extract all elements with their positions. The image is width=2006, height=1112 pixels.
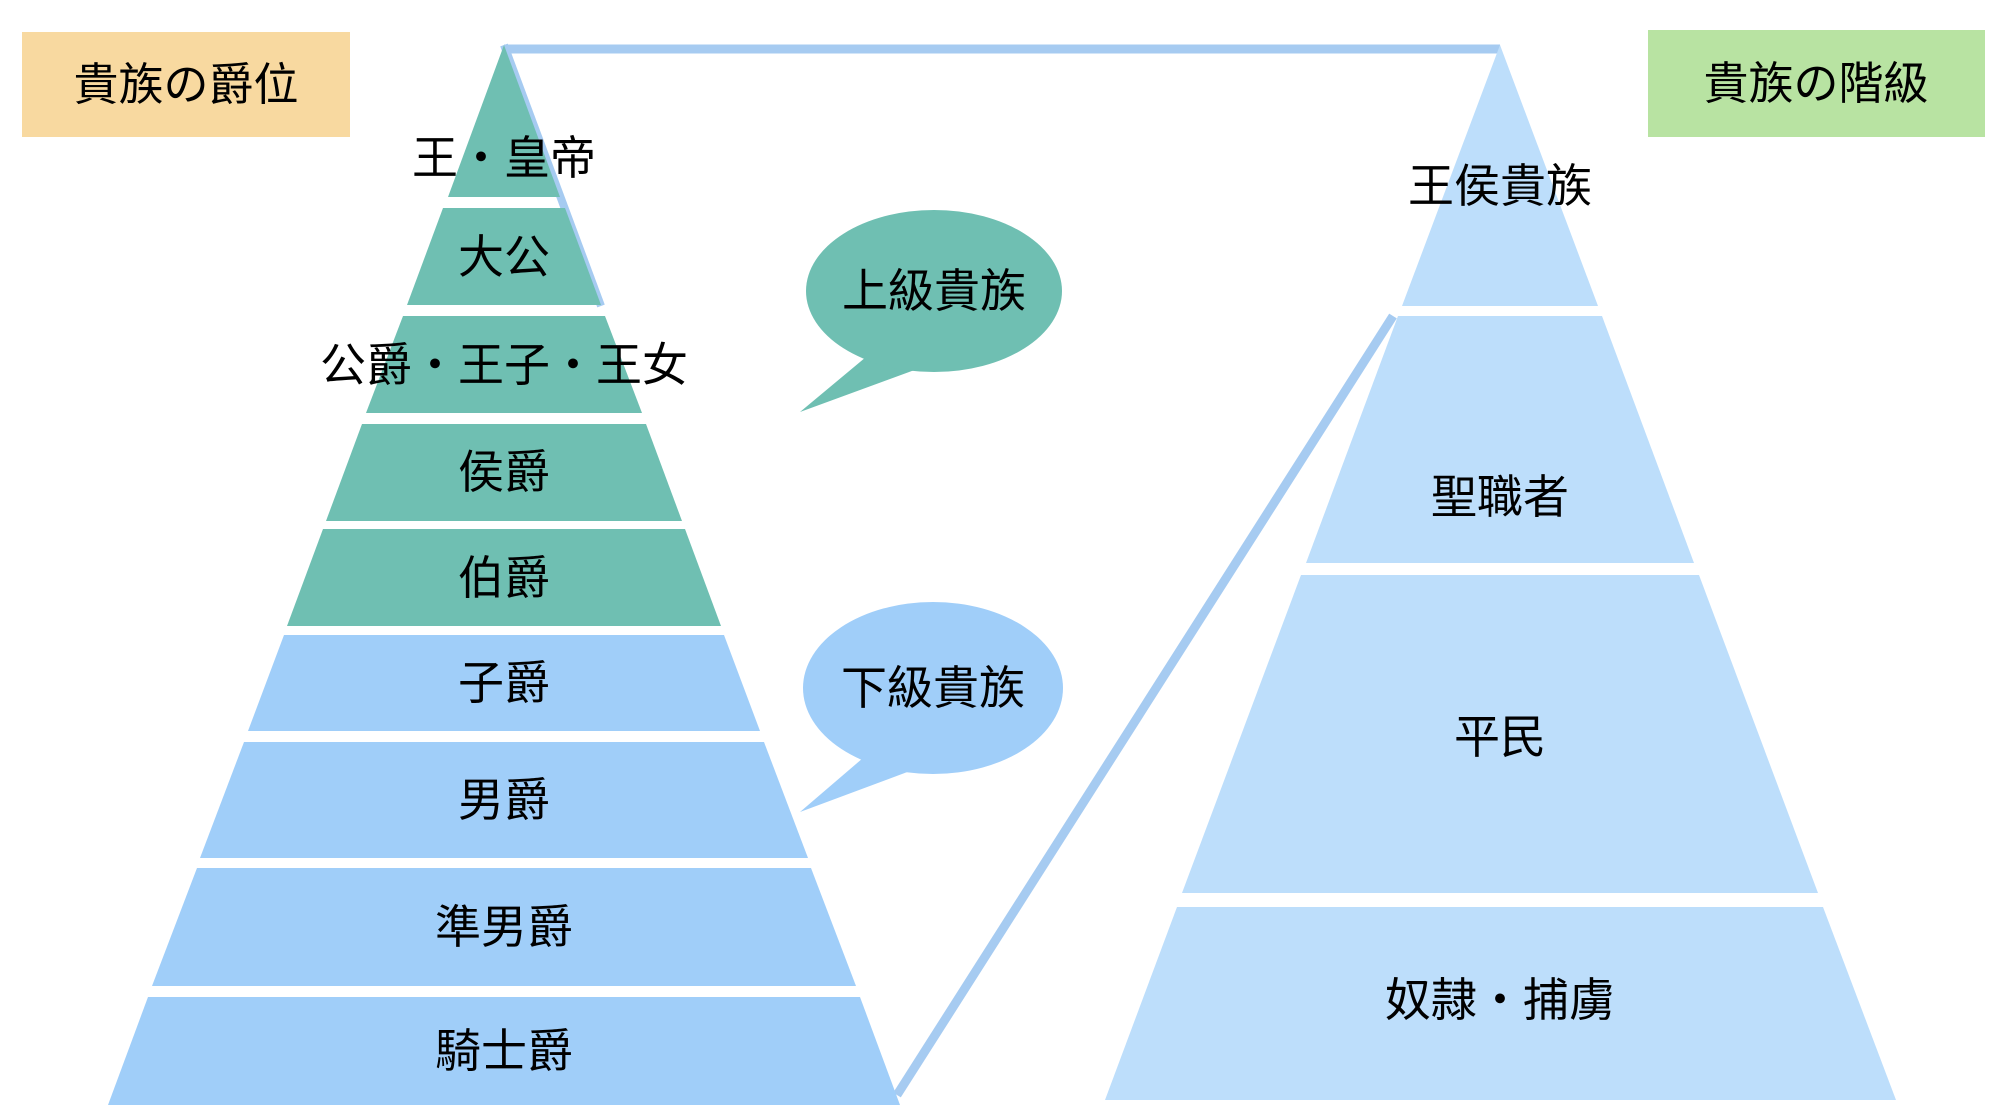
left-pyramid-tier-8-shape [152, 868, 856, 986]
header-right: 貴族の階級 [1648, 30, 1985, 137]
header-left-box [22, 32, 350, 137]
left-pyramid-tier-3-label: 公爵・王子・王女 [320, 339, 688, 391]
left-pyramid-tier-5-label: 伯爵 [458, 552, 550, 604]
right-pyramid-tier-4-shape [1105, 907, 1896, 1100]
callout-lower-nobility-bubble [803, 602, 1063, 774]
header-left-label: 貴族の爵位 [73, 59, 298, 110]
left-pyramid-tier-7-label: 男爵 [458, 774, 550, 826]
left-pyramid-tier-4-shape [326, 424, 682, 521]
header-right-box [1648, 30, 1985, 137]
header-right-label: 貴族の階級 [1703, 58, 1928, 109]
left-pyramid-tier-6-label: 子爵 [458, 657, 550, 709]
callout-upper-nobility-bubble [806, 210, 1062, 372]
right-pyramid-tier-1-label: 王侯貴族 [1408, 160, 1592, 212]
callout-lower-nobility-label: 下級貴族 [841, 662, 1025, 714]
left-pyramid-tier-5-shape [287, 529, 721, 626]
right-pyramid-tier-1-shape [1402, 45, 1598, 306]
right-pyramid: 王侯貴族 聖職者 平民 奴隷・捕虜 [1105, 45, 1896, 1100]
connector-diagonal-line [893, 313, 1397, 1098]
left-pyramid-tier-6-shape [248, 635, 760, 731]
left-pyramid: 王・皇帝 大公 公爵・王子・王女 侯爵 伯爵 子爵 男爵 準男爵 騎士爵 [108, 45, 900, 1105]
left-pyramid-tier-4-label: 侯爵 [458, 446, 550, 498]
callout-lower-nobility: 下級貴族 [800, 602, 1063, 812]
right-pyramid-tier-3-shape [1182, 575, 1818, 893]
left-pyramid-tier-1-shape [448, 45, 560, 197]
right-pyramid-tier-3-label: 平民 [1454, 711, 1546, 763]
left-pyramid-tier-7-shape [200, 742, 808, 858]
left-pyramid-tier-9-shape [108, 997, 900, 1105]
callout-upper-nobility: 上級貴族 [800, 210, 1062, 412]
left-pyramid-tier-9-label: 騎士爵 [435, 1025, 573, 1077]
callout-upper-nobility-label: 上級貴族 [842, 265, 1026, 317]
header-left: 貴族の爵位 [22, 32, 350, 137]
right-pyramid-tier-2-shape [1306, 316, 1694, 563]
left-pyramid-tier-3-shape [366, 316, 642, 413]
left-pyramid-tier-1-label: 王・皇帝 [412, 132, 596, 184]
right-pyramid-tier-4-label: 奴隷・捕虜 [1385, 974, 1615, 1026]
right-pyramid-tier-2-label: 聖職者 [1431, 471, 1569, 523]
left-pyramid-tier-2-label: 大公 [458, 231, 550, 283]
left-pyramid-tier-2-shape [407, 208, 601, 305]
left-pyramid-tier-8-label: 準男爵 [435, 901, 573, 953]
